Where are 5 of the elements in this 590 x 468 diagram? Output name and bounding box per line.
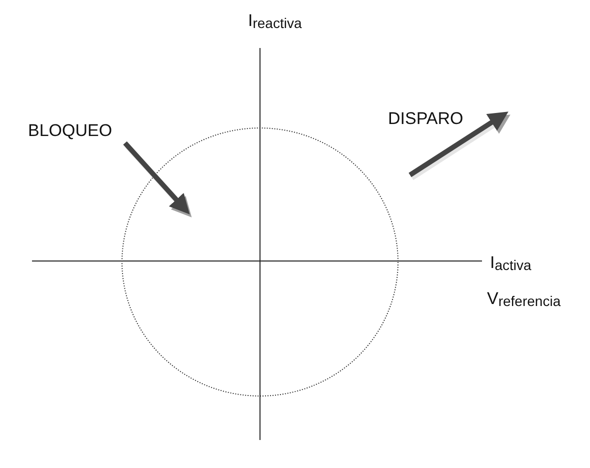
axis-label: I$_{activa}$ — [490, 254, 532, 272]
axis-label: V$_{referencia}$ — [487, 290, 561, 308]
region-label: DISPARO — [388, 110, 464, 127]
axis-label: I$_{reactiva}$ — [248, 12, 302, 30]
region-label: BLOQUEO — [28, 122, 112, 139]
